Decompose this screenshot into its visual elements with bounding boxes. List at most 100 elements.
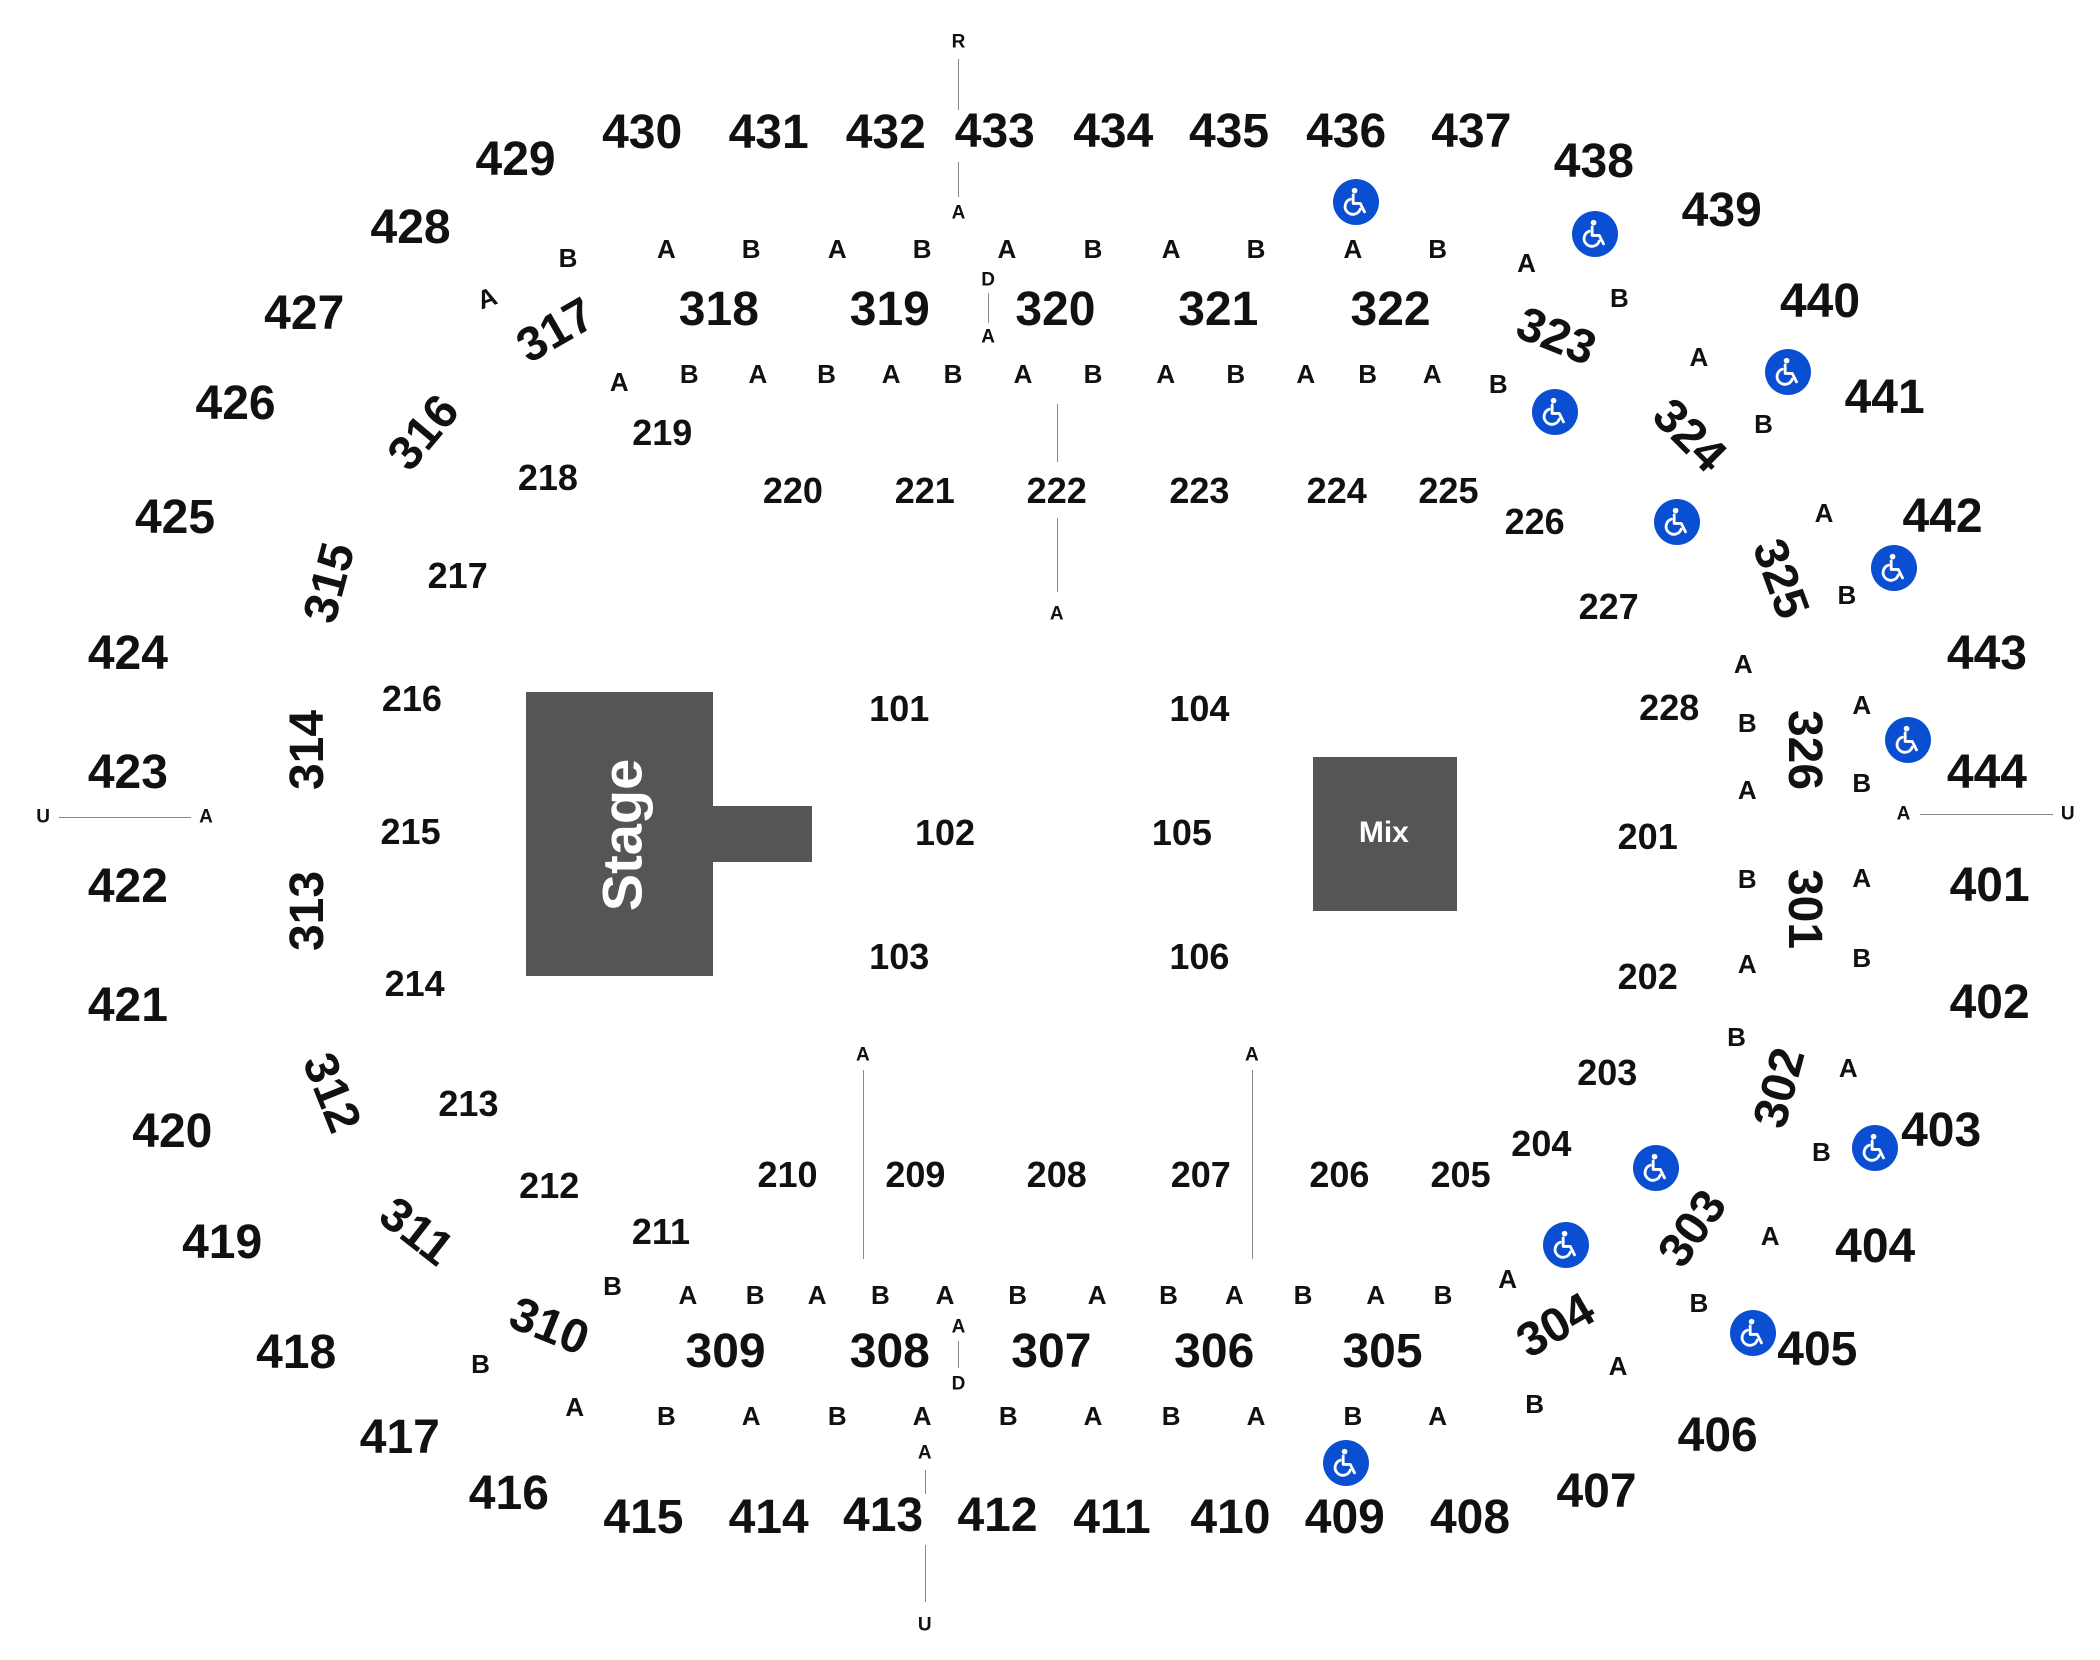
section-420[interactable]: 420 (132, 1105, 213, 1159)
section-211[interactable]: 211 (631, 1210, 690, 1252)
section-403[interactable]: 403 (1901, 1103, 1982, 1157)
section-437[interactable]: 437 (1431, 104, 1512, 158)
section-202[interactable]: 202 (1617, 956, 1678, 998)
section-444[interactable]: 444 (1946, 745, 2027, 799)
section-105[interactable]: 105 (1151, 812, 1212, 854)
section-226[interactable]: 226 (1504, 501, 1565, 543)
section-204[interactable]: 204 (1511, 1123, 1572, 1165)
section-101[interactable]: 101 (869, 688, 930, 730)
section-302[interactable]: 302 (1743, 1042, 1816, 1134)
section-210[interactable]: 210 (757, 1154, 818, 1196)
section-411[interactable]: 411 (1073, 1491, 1151, 1545)
section-207[interactable]: 207 (1170, 1154, 1231, 1196)
section-104[interactable]: 104 (1169, 688, 1230, 730)
section-442[interactable]: 442 (1902, 489, 1983, 543)
section-103[interactable]: 103 (869, 936, 930, 978)
section-325[interactable]: 325 (1741, 531, 1819, 626)
section-326[interactable]: 326 (1777, 709, 1831, 790)
section-208[interactable]: 208 (1026, 1154, 1087, 1196)
section-433[interactable]: 433 (954, 104, 1035, 158)
section-321[interactable]: 321 (1178, 282, 1259, 336)
section-421[interactable]: 421 (87, 978, 168, 1032)
section-214[interactable]: 214 (384, 963, 445, 1005)
section-419[interactable]: 419 (182, 1215, 263, 1269)
section-305[interactable]: 305 (1342, 1324, 1423, 1378)
section-423[interactable]: 423 (87, 745, 168, 799)
section-414[interactable]: 414 (728, 1491, 809, 1545)
section-307[interactable]: 307 (1011, 1324, 1092, 1378)
section-301[interactable]: 301 (1777, 868, 1831, 949)
section-317[interactable]: 317 (507, 287, 604, 374)
section-407[interactable]: 407 (1556, 1464, 1637, 1518)
section-313[interactable]: 313 (281, 871, 335, 952)
section-440[interactable]: 440 (1779, 274, 1861, 328)
section-431[interactable]: 431 (728, 106, 809, 160)
section-225[interactable]: 225 (1418, 470, 1479, 512)
section-323[interactable]: 323 (1509, 296, 1604, 376)
section-412[interactable]: 412 (957, 1488, 1038, 1542)
section-324[interactable]: 324 (1642, 388, 1737, 483)
section-416[interactable]: 416 (468, 1467, 549, 1521)
section-228[interactable]: 228 (1639, 687, 1700, 729)
section-201[interactable]: 201 (1617, 816, 1678, 858)
section-308[interactable]: 308 (849, 1324, 930, 1378)
section-413[interactable]: 413 (843, 1488, 924, 1542)
section-436[interactable]: 436 (1306, 104, 1387, 158)
section-409[interactable]: 409 (1304, 1491, 1385, 1545)
section-415[interactable]: 415 (603, 1491, 684, 1545)
section-316[interactable]: 316 (377, 385, 470, 481)
section-405[interactable]: 405 (1777, 1323, 1858, 1377)
section-203[interactable]: 203 (1577, 1051, 1638, 1093)
section-406[interactable]: 406 (1677, 1409, 1758, 1463)
section-322[interactable]: 322 (1350, 282, 1431, 336)
section-217[interactable]: 217 (427, 555, 488, 597)
section-418[interactable]: 418 (256, 1325, 337, 1379)
section-438[interactable]: 438 (1553, 134, 1634, 188)
section-432[interactable]: 432 (845, 106, 926, 160)
section-212[interactable]: 212 (519, 1164, 580, 1206)
section-434[interactable]: 434 (1073, 104, 1154, 158)
section-314[interactable]: 314 (281, 709, 335, 790)
section-402[interactable]: 402 (1949, 975, 2030, 1029)
section-310[interactable]: 310 (502, 1287, 597, 1367)
section-304[interactable]: 304 (1507, 1282, 1604, 1369)
section-428[interactable]: 428 (370, 200, 451, 254)
section-206[interactable]: 206 (1309, 1154, 1370, 1196)
section-224[interactable]: 224 (1306, 470, 1367, 512)
section-424[interactable]: 424 (87, 627, 168, 681)
section-319[interactable]: 319 (849, 282, 930, 336)
section-220[interactable]: 220 (762, 470, 823, 512)
section-315[interactable]: 315 (293, 537, 366, 629)
section-213[interactable]: 213 (438, 1082, 499, 1124)
section-223[interactable]: 223 (1169, 470, 1230, 512)
section-209[interactable]: 209 (885, 1154, 946, 1196)
section-216[interactable]: 216 (381, 677, 442, 719)
section-429[interactable]: 429 (475, 133, 556, 187)
section-427[interactable]: 427 (264, 286, 345, 340)
section-311[interactable]: 311 (369, 1186, 464, 1277)
section-306[interactable]: 306 (1174, 1324, 1255, 1378)
section-221[interactable]: 221 (894, 470, 955, 512)
section-441[interactable]: 441 (1844, 371, 1925, 425)
section-410[interactable]: 410 (1190, 1491, 1271, 1545)
section-425[interactable]: 425 (134, 491, 216, 545)
section-430[interactable]: 430 (602, 106, 683, 160)
section-443[interactable]: 443 (1946, 627, 2027, 681)
section-222[interactable]: 222 (1026, 470, 1087, 512)
section-205[interactable]: 205 (1430, 1154, 1491, 1196)
section-408[interactable]: 408 (1429, 1491, 1511, 1545)
section-102[interactable]: 102 (914, 812, 976, 854)
section-422[interactable]: 422 (87, 860, 168, 914)
section-320[interactable]: 320 (1015, 282, 1096, 336)
section-404[interactable]: 404 (1835, 1219, 1916, 1273)
section-435[interactable]: 435 (1188, 104, 1270, 158)
section-303[interactable]: 303 (1648, 1180, 1738, 1277)
section-309[interactable]: 309 (685, 1324, 766, 1378)
section-417[interactable]: 417 (359, 1410, 440, 1464)
section-215[interactable]: 215 (380, 810, 441, 852)
section-318[interactable]: 318 (678, 282, 759, 336)
section-218[interactable]: 218 (517, 456, 578, 498)
section-106[interactable]: 106 (1169, 936, 1230, 978)
section-227[interactable]: 227 (1578, 586, 1639, 628)
section-401[interactable]: 401 (1949, 858, 2030, 912)
